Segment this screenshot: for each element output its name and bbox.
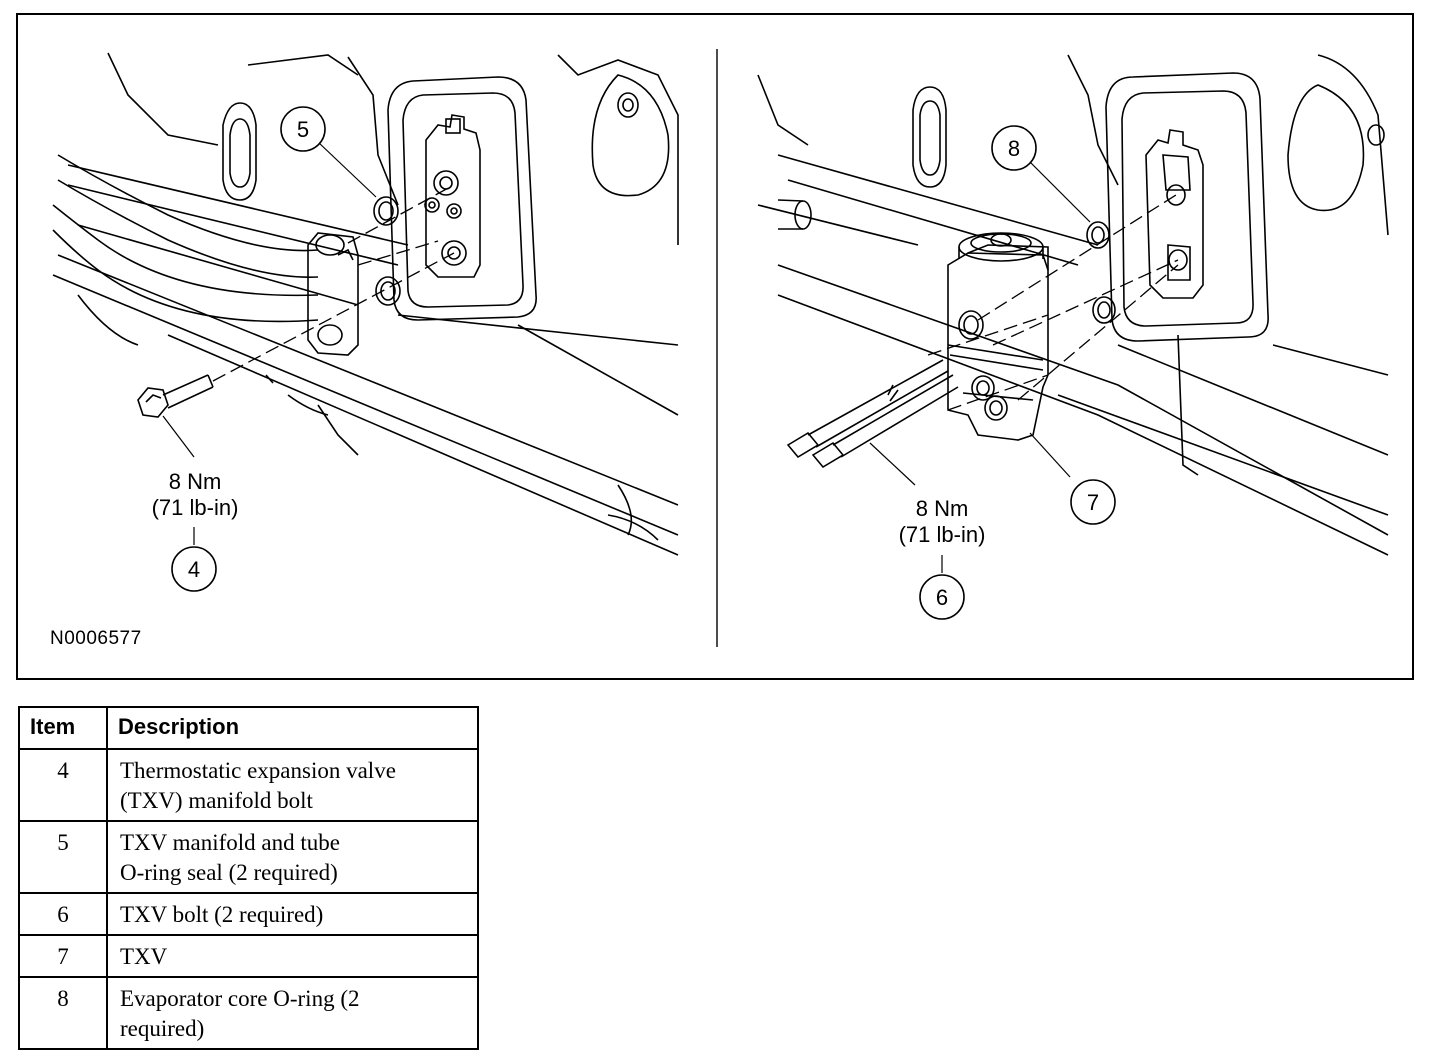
legend-item-number: 5: [18, 820, 108, 894]
legend-item-number: 6: [18, 892, 108, 936]
legend-item-description: Evaporator core O-ring (2 required): [106, 976, 479, 1050]
legend-row: 8 Evaporator core O-ring (2 required): [18, 976, 479, 1050]
legend-header-item: Item: [18, 706, 108, 750]
left-torque-metric: 8 Nm: [168, 469, 222, 494]
right-torque-spec: 8 Nm (71 lb-in): [881, 496, 1003, 548]
left-torque-spec: 8 Nm (71 lb-in): [134, 469, 256, 521]
illustration-frame: 5 4 8 7 6 8 Nm (71 lb-in) 8 Nm (71 lb-in…: [16, 13, 1414, 680]
callout-label-8: 8: [1008, 136, 1020, 161]
description-line: required): [120, 1016, 205, 1041]
legend-item-number: 7: [18, 934, 108, 978]
left-panel-drawing: [52, 52, 679, 556]
description-line: TXV: [120, 944, 168, 969]
description-line: TXV bolt (2 required): [120, 902, 324, 927]
legend-header-row: Item Description: [18, 706, 479, 750]
legend-item-number: 4: [18, 748, 108, 822]
exploded-view-drawing: 5 4 8 7 6: [52, 49, 1389, 647]
callout-circle-4: [171, 546, 217, 592]
figure-id-label: N0006577: [50, 628, 142, 649]
callout-circle-5: [280, 106, 326, 152]
callout-circle-6: [919, 574, 965, 620]
parts-legend-table: Item Description 4 Thermostatic expansio…: [18, 706, 479, 1050]
left-torque-imperial: (71 lb-in): [151, 495, 239, 520]
legend-row: 4 Thermostatic expansion valve (TXV) man…: [18, 748, 479, 822]
description-line: Thermostatic expansion valve: [120, 758, 396, 783]
callout-label-6: 6: [936, 585, 948, 610]
legend-row: 6 TXV bolt (2 required): [18, 892, 479, 936]
legend-item-number: 8: [18, 976, 108, 1050]
right-panel-drawing: [757, 54, 1389, 573]
right-torque-imperial: (71 lb-in): [898, 522, 986, 547]
legend-item-description: TXV: [106, 934, 479, 978]
legend-item-description: Thermostatic expansion valve (TXV) manif…: [106, 748, 479, 822]
callout-circle-7: [1070, 479, 1116, 525]
description-line: O-ring seal (2 required): [120, 860, 338, 885]
description-line: TXV manifold and tube: [120, 830, 340, 855]
description-line: (TXV) manifold bolt: [120, 788, 313, 813]
legend-item-description: TXV bolt (2 required): [106, 892, 479, 936]
legend-row: 5 TXV manifold and tube O-ring seal (2 r…: [18, 820, 479, 894]
description-line: Evaporator core O-ring (2: [120, 986, 360, 1011]
legend-row: 7 TXV: [18, 934, 479, 978]
callout-label-7: 7: [1087, 490, 1099, 515]
legend-item-description: TXV manifold and tube O-ring seal (2 req…: [106, 820, 479, 894]
callout-label-4: 4: [188, 557, 200, 582]
legend-header-description: Description: [106, 706, 479, 750]
right-torque-metric: 8 Nm: [915, 496, 969, 521]
callout-label-5: 5: [297, 117, 309, 142]
callout-circle-8: [991, 125, 1037, 171]
